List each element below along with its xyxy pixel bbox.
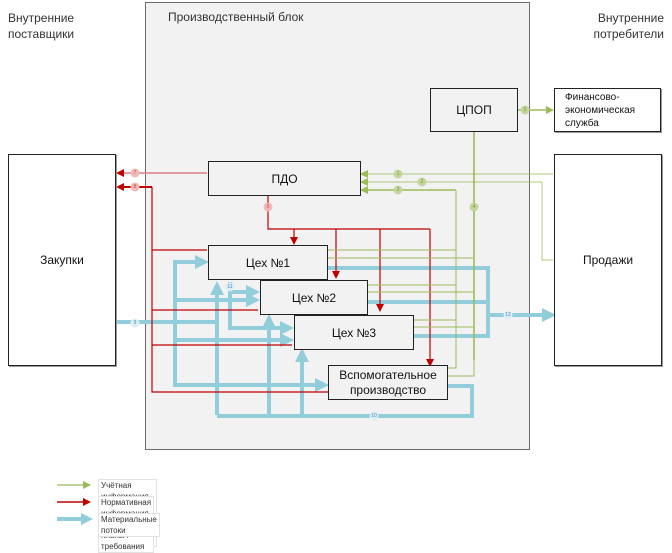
svg-text:6: 6 <box>267 204 270 210</box>
normative-flows <box>116 169 434 393</box>
material-flow-to-aux <box>173 322 329 392</box>
svg-text:7: 7 <box>134 170 137 176</box>
sales-node[interactable]: Продажи <box>554 154 662 366</box>
shop2-node[interactable]: Цех №2 <box>260 280 368 315</box>
finance-label-line2: экономическая <box>565 104 636 116</box>
svg-text:1: 1 <box>397 171 400 177</box>
auxiliary-label-line1: Вспомогательное <box>339 367 437 382</box>
svg-text:4: 4 <box>473 204 476 210</box>
flow-connections: 1 2 3 4 5 6 7 8 9 10 11 12 <box>116 105 556 421</box>
sales-label: Продажи <box>582 253 634 267</box>
finance-label: Финансово- экономическая служба <box>565 91 635 130</box>
shop3-label: Цех №3 <box>331 325 377 340</box>
badge-2: 2 <box>417 177 427 187</box>
normative-flow-8-collector <box>151 187 328 393</box>
badge-11: 11 <box>225 282 235 292</box>
svg-text:3: 3 <box>397 187 400 193</box>
procurement-label: Закупки <box>40 253 84 267</box>
badge-6: 6 <box>263 202 273 212</box>
cpop-label: ЦПОП <box>456 103 492 117</box>
svg-text:11: 11 <box>227 284 232 290</box>
auxiliary-production-node[interactable]: Вспомогательное производство <box>328 365 448 400</box>
accounting-flow-2 <box>541 182 553 261</box>
internal-suppliers-line2: поставщики <box>8 27 75 41</box>
material-flows <box>117 255 556 418</box>
badge-9: 9 <box>130 318 140 328</box>
auxiliary-production-label: Вспомогательное производство <box>339 368 437 398</box>
material-flow-to-shop1 <box>173 255 209 322</box>
finance-node[interactable]: Финансово- экономическая служба <box>554 88 661 132</box>
badge-1: 1 <box>393 169 403 179</box>
shop3-node[interactable]: Цех №3 <box>294 315 414 350</box>
pdo-label: ПДО <box>271 171 298 186</box>
internal-suppliers-line1: Внутренние <box>8 11 75 25</box>
svg-text:9: 9 <box>134 320 137 326</box>
auxiliary-label-line2: производство <box>349 382 427 397</box>
svg-text:5: 5 <box>524 107 527 113</box>
material-flow-10 <box>217 384 474 418</box>
internal-suppliers-label: Внутренние поставщики <box>8 10 74 42</box>
legend-swatches <box>57 481 93 525</box>
material-flow-shop1-out <box>328 266 490 315</box>
normative-flow-6 <box>267 196 430 230</box>
finance-label-line1: Финансово- <box>565 91 620 103</box>
badge-8: 8 <box>130 182 140 192</box>
procurement-node[interactable]: Закупки <box>8 154 116 366</box>
finance-label-line3: служба <box>565 117 599 129</box>
internal-consumers-label: Внутренние потребители <box>593 10 664 42</box>
pdo-node[interactable]: ПДО <box>208 161 361 196</box>
badge-12: 12 <box>503 310 513 320</box>
badge-3: 3 <box>393 185 403 195</box>
internal-consumers-line2: потребители <box>593 27 664 41</box>
shop1-label: Цех №1 <box>245 255 291 270</box>
cpop-node[interactable]: ЦПОП <box>430 88 518 132</box>
badge-7: 7 <box>130 168 140 178</box>
badge-5: 5 <box>520 105 530 115</box>
production-block-title: Производственный блок <box>168 10 304 24</box>
material-flow-shop3-out <box>413 315 490 338</box>
shop2-label: Цех №2 <box>291 290 337 305</box>
svg-text:10: 10 <box>371 413 377 419</box>
shop1-node[interactable]: Цех №1 <box>208 245 328 280</box>
legend-material-label: Материальные потоки <box>98 513 160 537</box>
badge-4: 4 <box>469 202 479 212</box>
badge-10: 10 <box>369 411 379 421</box>
internal-consumers-line1: Внутренние <box>597 11 664 25</box>
flow-badges: 1 2 3 4 5 6 7 8 9 10 11 12 <box>130 105 530 421</box>
svg-text:2: 2 <box>421 179 424 185</box>
svg-text:8: 8 <box>134 184 137 190</box>
svg-text:12: 12 <box>505 312 511 318</box>
